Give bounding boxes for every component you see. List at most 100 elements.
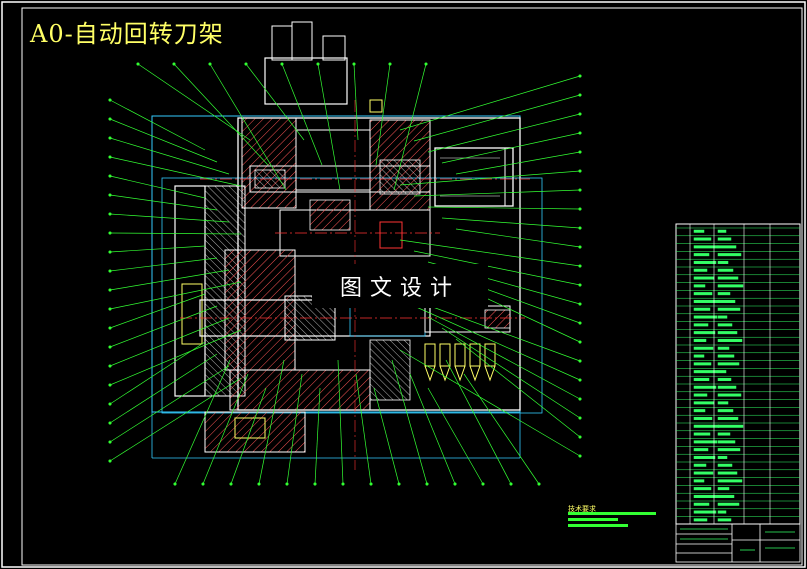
- leader-endpoint: [578, 207, 582, 211]
- leader-endpoint: [578, 93, 582, 97]
- table-cell-text: [693, 393, 708, 397]
- leader-endpoint: [108, 421, 112, 425]
- leader-endpoint: [108, 193, 112, 197]
- leader-endpoint: [578, 359, 582, 363]
- leader-endpoint: [108, 345, 112, 349]
- table-cell-text: [717, 502, 740, 506]
- leader-line: [441, 327, 581, 419]
- table-cell-text: [717, 409, 734, 413]
- table-cell-text: [693, 323, 709, 327]
- table-cell-text: [693, 253, 710, 257]
- table-cell-text: [717, 346, 730, 350]
- technical-requirements-label: 技术要求: [568, 505, 596, 513]
- table-cell-text: [717, 448, 741, 452]
- drawing-title: A0-自动回转刀架: [30, 20, 224, 48]
- leader-endpoint: [578, 283, 582, 287]
- leader-line: [202, 373, 249, 485]
- table-cell-text: [693, 245, 719, 249]
- leader-line: [109, 305, 218, 348]
- table-cell-text: [693, 229, 705, 233]
- leader-endpoint: [388, 62, 392, 66]
- leader-line: [109, 232, 242, 235]
- table-cell-text: [717, 354, 735, 358]
- leader-line: [317, 63, 341, 191]
- leader-endpoint: [578, 169, 582, 173]
- leader-line: [109, 365, 230, 443]
- leader-line: [109, 213, 230, 223]
- leader-endpoint: [453, 482, 457, 486]
- leader-endpoint: [108, 307, 112, 311]
- leader-line: [393, 63, 427, 191]
- leader-line: [455, 151, 581, 175]
- leader-line: [109, 353, 218, 424]
- table-cell-text: [693, 307, 711, 311]
- leader-line: [375, 63, 391, 166]
- leader-endpoint: [108, 155, 112, 159]
- table-cell-text: [717, 315, 728, 319]
- leader-line: [281, 63, 323, 166]
- table-cell-text: [693, 237, 712, 241]
- leader-endpoint: [578, 454, 582, 458]
- leader-endpoint: [108, 326, 112, 330]
- leader-line: [399, 75, 581, 131]
- drawing-inner-border: [21, 7, 803, 566]
- table-cell-text: [717, 260, 729, 264]
- table-cell-text: [717, 510, 727, 514]
- leader-line: [109, 245, 206, 253]
- table-cell-text: [717, 518, 732, 522]
- table-cell-text: [717, 424, 744, 428]
- leader-line: [455, 228, 581, 248]
- table-cell-text: [693, 487, 712, 491]
- table-cell-text: [693, 448, 709, 452]
- leader-endpoint: [108, 383, 112, 387]
- leader-line: [173, 63, 269, 166]
- table-cell-text: [693, 518, 708, 522]
- table-cell-text: [717, 440, 736, 444]
- table-cell-text: [693, 299, 720, 303]
- leader-line: [353, 63, 359, 141]
- table-cell-text: [693, 338, 707, 342]
- leader-endpoint: [578, 302, 582, 306]
- leader-endpoint: [108, 117, 112, 121]
- leader-endpoint: [316, 62, 320, 66]
- leader-line: [109, 293, 206, 329]
- leader-endpoint: [173, 482, 177, 486]
- leader-line: [391, 359, 428, 485]
- table-cell-text: [693, 385, 717, 389]
- table-cell-text: [693, 354, 705, 358]
- leader-endpoint: [108, 174, 112, 178]
- table-cell-text: [717, 338, 743, 342]
- leader-endpoint: [578, 435, 582, 439]
- leader-line: [413, 189, 581, 197]
- table-cell-text: [717, 276, 739, 280]
- leader-line: [137, 63, 251, 141]
- table-cell-text: [693, 377, 710, 381]
- technical-requirements-text: [568, 512, 656, 527]
- leader-line: [441, 132, 581, 164]
- leader-line: [109, 257, 218, 272]
- watermark-label: 图文设计: [312, 264, 488, 308]
- leader-line: [399, 170, 581, 186]
- title-block: [675, 523, 801, 563]
- leader-endpoint: [108, 402, 112, 406]
- leader-line: [355, 373, 372, 485]
- table-cell-text: [717, 401, 729, 405]
- table-cell-text: [693, 494, 719, 498]
- table-cell-text: [717, 494, 735, 498]
- leader-line: [427, 387, 484, 485]
- leader-endpoint: [108, 440, 112, 444]
- table-cell-text: [717, 229, 727, 233]
- table-cell-text: [693, 401, 715, 405]
- leader-line: [109, 99, 206, 151]
- leader-line: [337, 359, 344, 485]
- leader-endpoint: [425, 482, 429, 486]
- leader-endpoint: [369, 482, 373, 486]
- table-cell-text: [693, 276, 715, 280]
- leader-endpoint: [578, 321, 582, 325]
- table-cell-text: [693, 331, 716, 335]
- leader-line: [445, 359, 512, 485]
- leader-endpoint: [285, 482, 289, 486]
- leader-line: [109, 269, 230, 291]
- leader-endpoint: [578, 416, 582, 420]
